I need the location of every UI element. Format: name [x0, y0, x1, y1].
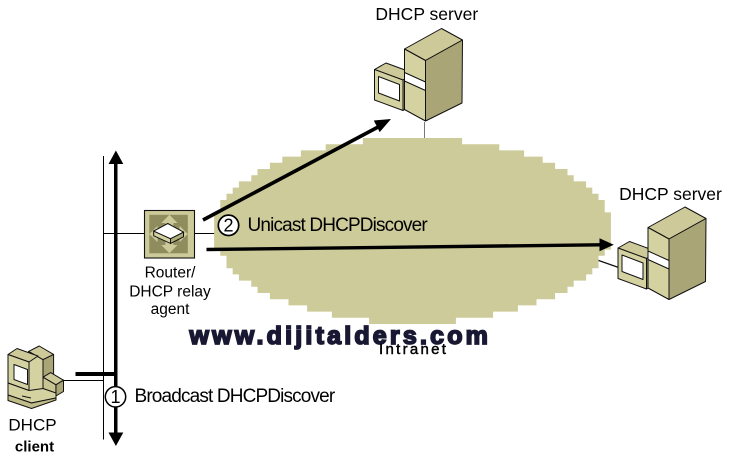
svg-text:agent: agent	[151, 301, 190, 318]
svg-text:DHCP server: DHCP server	[619, 184, 722, 204]
svg-text:DHCP relay: DHCP relay	[129, 284, 211, 301]
svg-text:Broadcast DHCPDiscover: Broadcast DHCPDiscover	[135, 386, 336, 407]
svg-text:Unicast DHCPDiscover: Unicast DHCPDiscover	[248, 215, 429, 236]
svg-text:client: client	[15, 439, 54, 456]
svg-text:DHCP: DHCP	[8, 416, 56, 435]
svg-text:www.dijitalders.com: www.dijitalders.com	[189, 322, 492, 350]
svg-text:DHCP server: DHCP server	[375, 4, 478, 24]
svg-text:Intranet: Intranet	[379, 341, 448, 358]
svg-text:1: 1	[110, 387, 120, 407]
svg-text:Router/: Router/	[145, 265, 197, 282]
svg-text:2: 2	[223, 216, 233, 236]
